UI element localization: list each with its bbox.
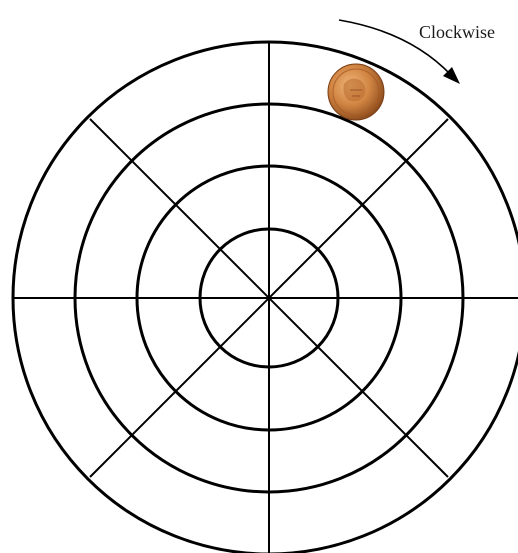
direction-label: Clockwise: [419, 22, 495, 42]
penny-coin-icon: [328, 64, 384, 120]
spokes-group: [13, 42, 518, 553]
